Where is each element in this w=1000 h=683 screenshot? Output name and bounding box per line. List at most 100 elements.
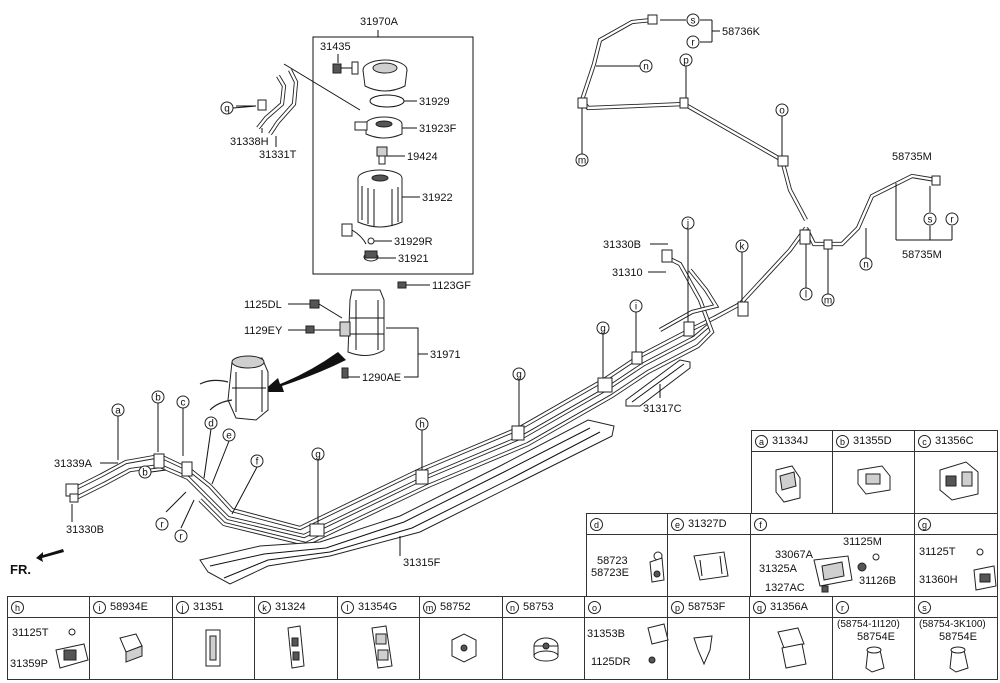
svg-text:r: r xyxy=(179,532,183,543)
label-1290AE: 1290AE xyxy=(362,372,401,384)
icon-31324 xyxy=(287,625,305,669)
svg-text:s: s xyxy=(691,16,696,27)
legend-part-n: 58753 xyxy=(523,601,554,614)
svg-text:r: r xyxy=(950,215,954,226)
bleed-plug xyxy=(376,146,388,165)
callout-s1: s xyxy=(686,13,700,27)
legend-part-m: 58752 xyxy=(440,601,471,614)
assembly-arrow xyxy=(262,352,346,392)
filter-head xyxy=(354,116,403,139)
svg-text:s: s xyxy=(928,215,933,226)
legend-cell-m: m 58752 xyxy=(419,596,503,680)
icon-58723 xyxy=(649,551,665,583)
callout-r3: r xyxy=(686,35,700,49)
svg-text:r: r xyxy=(691,38,695,49)
svg-text:l: l xyxy=(805,290,807,301)
legend-part-c: 31356C xyxy=(935,435,974,448)
label-31330B-top: 31330B xyxy=(603,239,641,251)
icon-58753 xyxy=(533,637,559,662)
icon-31359P xyxy=(55,628,89,669)
legend-letter-s: s xyxy=(918,600,931,614)
bolt-1129EY xyxy=(305,325,340,334)
legend-part-q: 31356A xyxy=(770,601,808,614)
legend-cell-f: f 31125M 33067A 31325A 31126B 1327AC xyxy=(750,513,915,597)
icon-31355D xyxy=(857,465,891,495)
callout-h: h xyxy=(415,417,429,470)
svg-text:n: n xyxy=(643,62,649,73)
legend-letter-g: g xyxy=(918,517,931,531)
pipe-31331T xyxy=(256,69,299,136)
legend-letter-j: j xyxy=(176,600,189,614)
label-1129EY: 1129EY xyxy=(244,325,283,337)
svg-text:d: d xyxy=(208,419,214,430)
legend-sub-1125DR: 1125DR xyxy=(591,656,631,668)
icon-31356A xyxy=(777,627,807,669)
legend-letter-q: q xyxy=(753,600,766,614)
legend-letter-f: f xyxy=(754,517,767,531)
svg-text:g: g xyxy=(600,324,606,335)
legend-cell-g: g 31125T 31360H xyxy=(914,513,998,597)
svg-text:n: n xyxy=(863,260,869,271)
callout-f: f xyxy=(231,454,264,515)
legend-cell-o: o 31353B 1125DR xyxy=(584,596,668,680)
label-31331T: 31331T xyxy=(259,149,297,161)
svg-text:g: g xyxy=(315,450,321,461)
callout-g1: g xyxy=(311,447,325,524)
legend-part-p: 58753F xyxy=(688,601,726,614)
label-31310: 31310 xyxy=(612,267,643,279)
legend-letter-a: a xyxy=(755,434,768,448)
legend-letter-m: m xyxy=(423,600,436,614)
legend-cell-h: h 31125T 31359P xyxy=(7,596,90,680)
pipe-58735M xyxy=(804,173,941,250)
main-fuel-lines xyxy=(65,226,811,547)
legend-cell-r: r (58754-1I120) 58754E xyxy=(832,596,915,680)
label-31330B-left: 31330B xyxy=(66,524,104,536)
bolt-1123GF xyxy=(397,281,430,289)
callout-r4: r xyxy=(945,212,959,226)
legend-part-l: 31354G xyxy=(358,601,398,614)
svg-text:q: q xyxy=(224,104,230,115)
callout-b1: b xyxy=(151,390,165,452)
label-31970A: 31970A xyxy=(360,16,399,28)
legend-cell-q: q 31356A xyxy=(749,596,833,680)
front-arrow-icon xyxy=(36,549,64,562)
label-31315F: 31315F xyxy=(403,557,441,569)
svg-text:j: j xyxy=(686,219,689,230)
label-31923F: 31923F xyxy=(419,123,457,135)
svg-text:b: b xyxy=(155,393,161,404)
svg-text:p: p xyxy=(683,56,689,67)
callout-i: i xyxy=(629,299,643,352)
icon-31351 xyxy=(205,629,221,667)
filter-assembly-box xyxy=(312,36,474,275)
label-31922: 31922 xyxy=(422,192,453,204)
svg-text:f: f xyxy=(256,457,259,468)
icon-58752 xyxy=(451,633,477,663)
mounted-filter-assembly xyxy=(199,355,269,421)
legend-part-r: 58754E xyxy=(857,631,895,643)
callout-n1: n xyxy=(596,59,653,73)
label-31921: 31921 xyxy=(398,253,429,265)
legend-letter-r: r xyxy=(836,600,849,614)
label-31929R: 31929R xyxy=(394,236,433,248)
callout-g3: g xyxy=(596,321,610,378)
screw-31435 xyxy=(332,61,359,75)
legend-letter-b: b xyxy=(836,434,849,448)
legend-part-a: 31334J xyxy=(772,435,809,448)
svg-text:b: b xyxy=(142,468,148,479)
callout-j: j xyxy=(681,216,695,322)
svg-text:g: g xyxy=(516,370,522,381)
pipe-58736K xyxy=(577,14,808,221)
callout-n2: n xyxy=(859,228,873,271)
icon-31360H xyxy=(973,548,997,591)
label-1125DL: 1125DL xyxy=(244,299,282,311)
legend-cell-s: s (58754-3K100) 58754E xyxy=(914,596,998,680)
icon-31327D xyxy=(693,551,729,581)
legend-part-s: 58754E xyxy=(939,631,977,643)
